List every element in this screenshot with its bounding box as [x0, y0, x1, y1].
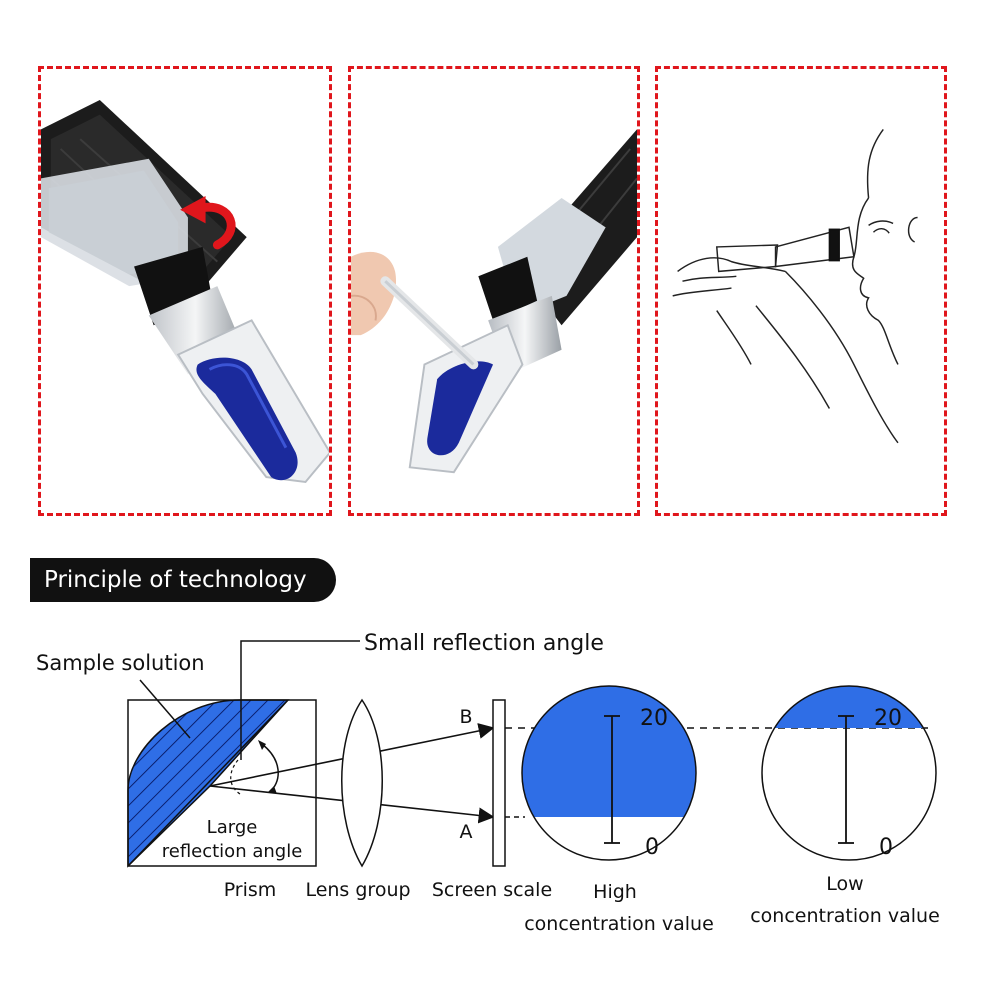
prism-outline: [127, 699, 317, 867]
step-panel-apply-sample: [348, 66, 640, 516]
step-panel-view-scale: [655, 66, 947, 516]
label-large-line1: Large: [207, 817, 258, 838]
label-prism: Prism: [224, 879, 277, 901]
low-scale-top: 20: [874, 706, 902, 731]
lens-group: [341, 698, 383, 868]
small-angle-leader: [240, 640, 360, 760]
step-panel-open-cover: [38, 66, 332, 516]
low-scale-bottom: 0: [879, 835, 893, 860]
screen-scale: [492, 699, 506, 867]
label-high-line2: concentration value: [524, 913, 714, 935]
high-scale-top: 20: [640, 706, 668, 731]
label-small-reflection-angle: Small reflection angle: [364, 631, 604, 656]
refractometer-open-cover-icon: [41, 99, 329, 484]
person-viewing-eyepiece-icon: [672, 128, 918, 444]
principle-banner: Principle of technology: [30, 558, 336, 602]
small-angle-arc: [230, 759, 241, 795]
high-scale-bottom: 0: [645, 835, 659, 860]
label-high-line1: High: [593, 881, 637, 903]
label-point-b: B: [459, 706, 472, 728]
sample-solution-leader: [139, 679, 191, 739]
label-large-line2: reflection angle: [162, 841, 303, 862]
high-concentration-view: [521, 685, 697, 861]
low-concentration-view: [761, 685, 937, 861]
label-low-line2: concentration value: [750, 905, 940, 927]
label-sample-solution: Sample solution: [36, 651, 205, 675]
label-point-a: A: [460, 821, 473, 843]
large-angle-arc: [261, 743, 279, 793]
label-screen-scale: Screen scale: [432, 879, 552, 901]
label-low-line1: Low: [826, 873, 863, 895]
prism: [127, 699, 317, 868]
refractometer-apply-sample-icon: [351, 129, 637, 474]
label-lens-group: Lens group: [305, 879, 410, 901]
